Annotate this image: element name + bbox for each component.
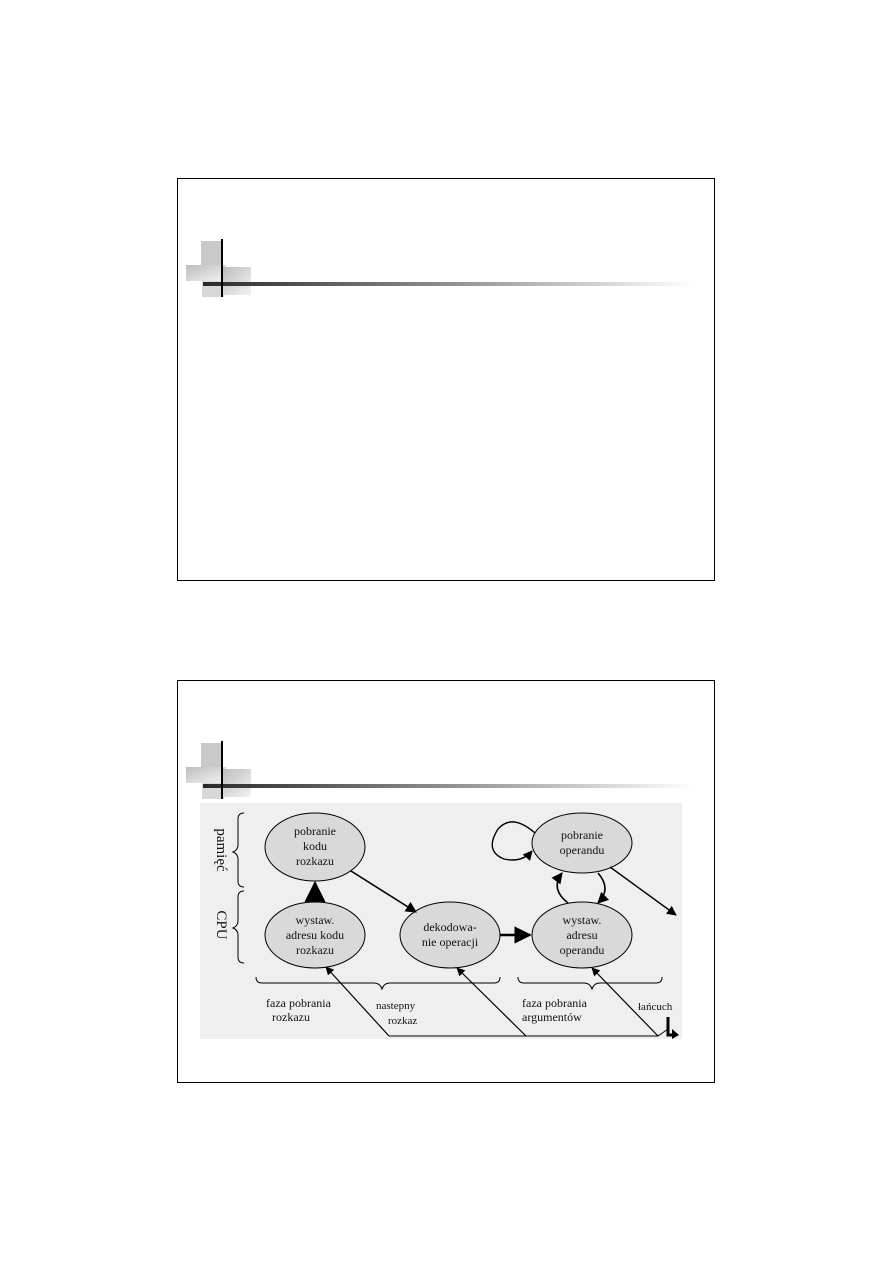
row-label-memory: pamięć (213, 828, 229, 872)
title-decoration (186, 741, 693, 799)
arrow-fetch-operand-to-operand-address (597, 872, 610, 904)
arrow-next-instruction-return (325, 966, 390, 1037)
arrow-operand-address-to-fetch-operand (551, 872, 569, 904)
arrow-fetch-code-to-decode (350, 870, 417, 913)
operand-fetch-brace (517, 976, 663, 991)
chain-label: łańcuch (638, 1001, 673, 1013)
row-label-cpu: CPU (213, 910, 229, 939)
arrow-fetch-operand-self-loop (491, 821, 536, 861)
memory-brace (231, 812, 245, 888)
instruction-fetch-brace (255, 976, 501, 991)
slide-1 (177, 178, 715, 581)
node-decode-operation: dekodowa-nie operacji (399, 901, 501, 969)
cpu-brace (231, 890, 245, 964)
title-decoration (186, 239, 693, 297)
arrow-return-to-operand-address (591, 967, 659, 1037)
arrow-return-to-decode (456, 967, 527, 1037)
arrow-fetch-operand-to-next (609, 866, 677, 916)
svg-text:dekodowa-nie operacji: dekodowa-nie operacji (422, 920, 479, 949)
